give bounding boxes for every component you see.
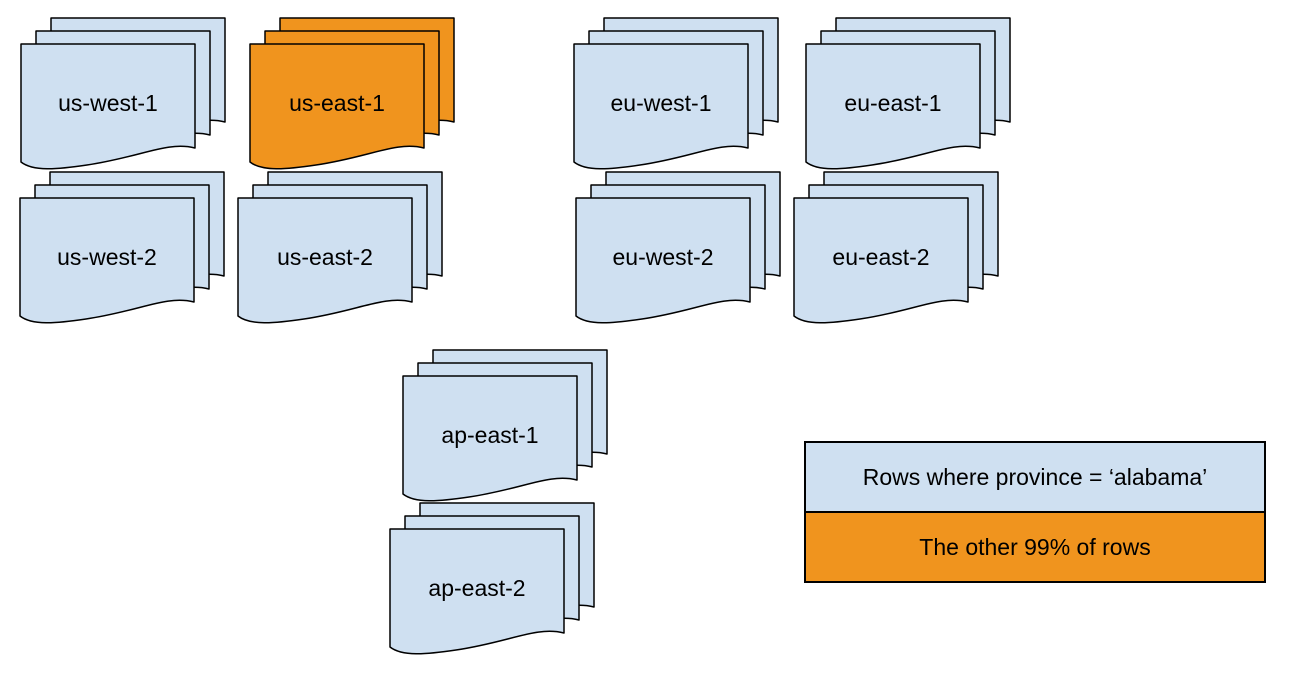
region-stack-eu-east-1: eu-east-1: [805, 17, 1011, 171]
document-stack-icon: [793, 171, 999, 324]
document-stack-icon: [805, 17, 1011, 170]
document-shape-front: [237, 197, 413, 324]
document-stack-icon: [20, 17, 226, 170]
region-stack-us-east-2: us-east-2: [237, 171, 443, 325]
document-shape-front: [402, 375, 578, 502]
document-shape-front: [805, 43, 981, 170]
document-shape-front: [389, 528, 565, 655]
region-stack-eu-east-2: eu-east-2: [793, 171, 999, 325]
region-stack-ap-east-2: ap-east-2: [389, 502, 595, 656]
document-shape-front: [793, 197, 969, 324]
document-shape-front: [573, 43, 749, 170]
legend-item-label: The other 99% of rows: [919, 533, 1151, 560]
legend-item-label: Rows where province = ‘alabama’: [862, 463, 1208, 490]
region-stack-eu-west-1: eu-west-1: [573, 17, 779, 171]
document-stack-icon: [573, 17, 779, 170]
region-stack-us-west-1: us-west-1: [20, 17, 226, 171]
document-stack-icon: [575, 171, 781, 324]
legend-item-other-rows: The other 99% of rows: [806, 511, 1264, 581]
document-shape-front: [575, 197, 751, 324]
document-stack-icon: [237, 171, 443, 324]
region-stack-eu-west-2: eu-west-2: [575, 171, 781, 325]
region-stack-us-west-2: us-west-2: [19, 171, 225, 325]
document-stack-icon: [19, 171, 225, 324]
region-stack-us-east-1: us-east-1: [249, 17, 455, 171]
document-stack-icon: [249, 17, 455, 170]
document-stack-icon: [389, 502, 595, 655]
document-shape-front: [249, 43, 425, 170]
legend-item-alabama-rows: Rows where province = ‘alabama’: [806, 443, 1264, 511]
document-shape-front: [19, 197, 195, 324]
legend: Rows where province = ‘alabama’ The othe…: [804, 441, 1266, 583]
document-shape-front: [20, 43, 196, 170]
region-stack-ap-east-1: ap-east-1: [402, 349, 608, 503]
document-stack-icon: [402, 349, 608, 502]
